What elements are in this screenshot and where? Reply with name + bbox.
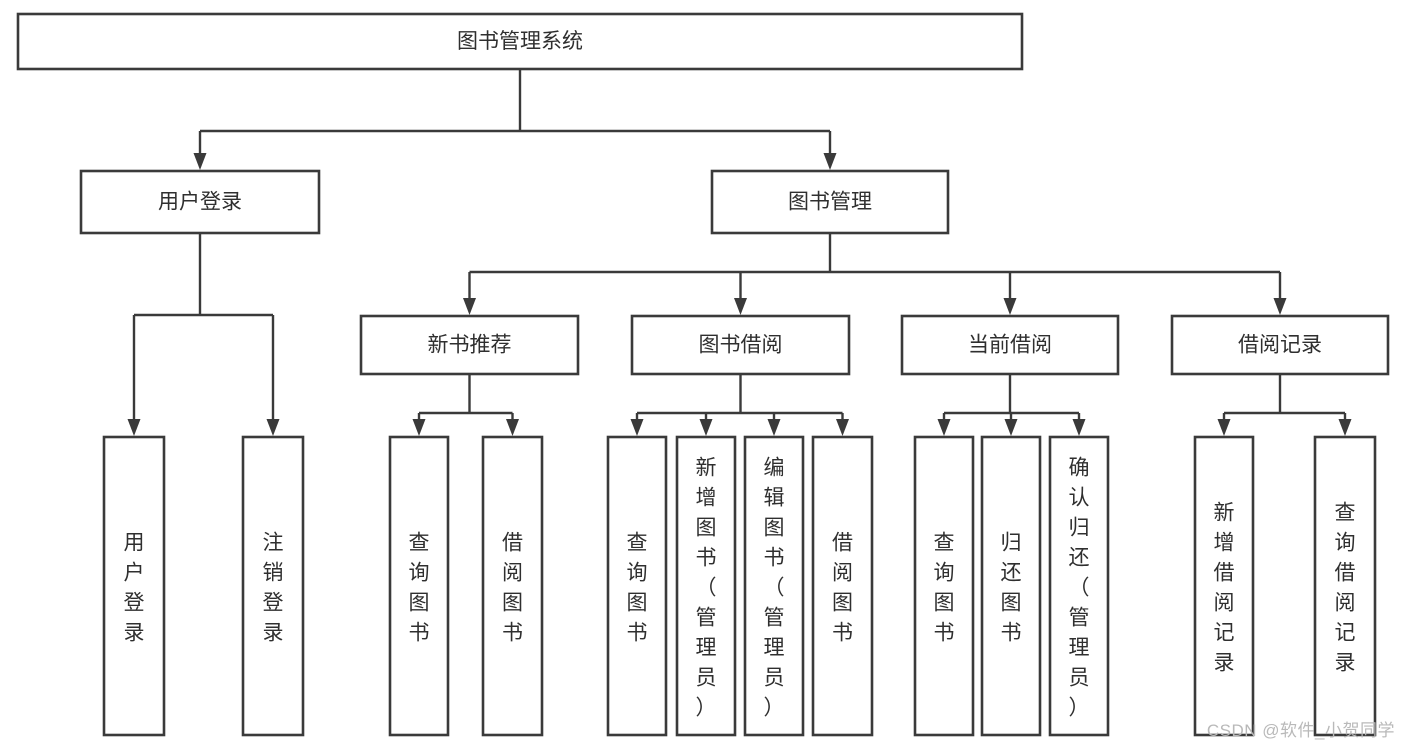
node-box bbox=[481, 435, 544, 737]
node-label: 编辑图书（管理员） bbox=[764, 456, 785, 719]
node-label: 当前借阅 bbox=[968, 334, 1052, 357]
node-图书管理系统[interactable]: 图书管理系统 bbox=[16, 12, 1024, 71]
node-label: 新增图书（管理员） bbox=[696, 456, 717, 719]
node-归还图书[interactable]: 归还图书 bbox=[980, 435, 1042, 737]
node-box bbox=[980, 435, 1042, 737]
arrow-head-icon bbox=[699, 419, 713, 436]
node-box bbox=[710, 169, 950, 235]
node-注销登录[interactable]: 注销登录 bbox=[241, 435, 305, 737]
connector-group-新书推荐 bbox=[412, 374, 519, 436]
node-label: 图书管理系统 bbox=[457, 30, 583, 53]
node-box bbox=[1313, 435, 1377, 737]
node-label: 用户登录 bbox=[158, 191, 242, 214]
node-图书管理[interactable]: 图书管理 bbox=[710, 169, 950, 235]
node-label: 查询借阅记录 bbox=[1335, 501, 1356, 674]
arrow-head-icon bbox=[630, 419, 644, 436]
arrow-head-icon bbox=[836, 419, 849, 436]
node-label: 用户登录 bbox=[124, 531, 145, 644]
node-box bbox=[606, 435, 668, 737]
node-box bbox=[79, 169, 321, 235]
arrow-head-icon bbox=[1003, 298, 1017, 315]
node-当前借阅[interactable]: 当前借阅 bbox=[900, 314, 1120, 376]
node-box bbox=[630, 314, 851, 376]
node-box bbox=[359, 314, 580, 376]
node-box bbox=[1193, 435, 1255, 737]
arrow-head-icon bbox=[127, 419, 141, 436]
arrow-head-icon bbox=[1004, 419, 1018, 436]
node-label: 确认归还（管理员） bbox=[1069, 456, 1090, 719]
node-box bbox=[811, 435, 874, 737]
arrow-head-icon bbox=[266, 419, 280, 436]
node-用户登录[interactable]: 用户登录 bbox=[79, 169, 321, 235]
node-借阅图书[interactable]: 借阅图书 bbox=[481, 435, 544, 737]
arrow-head-icon bbox=[506, 419, 519, 436]
connector-group-图书管理 bbox=[463, 233, 1287, 315]
node-label: 注销登录 bbox=[263, 531, 284, 644]
node-label: 借阅图书 bbox=[502, 531, 523, 644]
node-box bbox=[1170, 314, 1390, 376]
node-新书推荐[interactable]: 新书推荐 bbox=[359, 314, 580, 376]
node-查询图书[interactable]: 查询图书 bbox=[606, 435, 668, 737]
node-图书借阅[interactable]: 图书借阅 bbox=[630, 314, 851, 376]
arrow-head-icon bbox=[937, 419, 951, 436]
arrow-head-icon bbox=[1273, 298, 1287, 315]
arrow-head-icon bbox=[767, 419, 781, 436]
node-box bbox=[743, 435, 805, 737]
arrow-head-icon bbox=[463, 298, 476, 315]
arrow-head-icon bbox=[1072, 419, 1086, 436]
arrow-head-icon bbox=[1338, 419, 1352, 436]
node-新增图书管理员[interactable]: 新增图书（管理员） bbox=[675, 435, 737, 737]
node-label: 查询图书 bbox=[409, 531, 430, 644]
arrow-head-icon bbox=[193, 153, 207, 170]
node-编辑图书管理员[interactable]: 编辑图书（管理员） bbox=[743, 435, 805, 737]
node-box bbox=[1048, 435, 1110, 737]
connector-group-图书管理系统 bbox=[193, 69, 837, 170]
node-label: 借阅图书 bbox=[832, 531, 853, 644]
node-label: 新书推荐 bbox=[428, 334, 512, 357]
node-查询借阅记录[interactable]: 查询借阅记录 bbox=[1313, 435, 1377, 737]
arrow-head-icon bbox=[734, 298, 747, 315]
node-label: 查询图书 bbox=[934, 531, 955, 644]
node-box bbox=[900, 314, 1120, 376]
node-box bbox=[241, 435, 305, 737]
node-label: 图书管理 bbox=[788, 191, 872, 214]
node-确认归还管理员[interactable]: 确认归还（管理员） bbox=[1048, 435, 1110, 737]
node-label: 新增借阅记录 bbox=[1214, 501, 1235, 674]
connector-group-用户登录 bbox=[127, 233, 280, 436]
node-box bbox=[16, 12, 1024, 71]
node-新增借阅记录[interactable]: 新增借阅记录 bbox=[1193, 435, 1255, 737]
node-box bbox=[913, 435, 975, 737]
arrow-head-icon bbox=[1217, 419, 1231, 436]
node-label: 查询图书 bbox=[627, 531, 648, 644]
node-查询图书[interactable]: 查询图书 bbox=[913, 435, 975, 737]
connector-group-当前借阅 bbox=[937, 374, 1086, 436]
node-label: 借阅记录 bbox=[1238, 334, 1322, 357]
arrow-head-icon bbox=[412, 419, 426, 436]
node-用户登录[interactable]: 用户登录 bbox=[102, 435, 166, 737]
connector-group-借阅记录 bbox=[1217, 374, 1352, 436]
node-box bbox=[675, 435, 737, 737]
node-box bbox=[102, 435, 166, 737]
node-box bbox=[388, 435, 450, 737]
node-label: 归还图书 bbox=[1001, 531, 1022, 644]
node-label: 图书借阅 bbox=[699, 334, 783, 357]
node-借阅图书[interactable]: 借阅图书 bbox=[811, 435, 874, 737]
arrow-head-icon bbox=[823, 153, 837, 170]
node-借阅记录[interactable]: 借阅记录 bbox=[1170, 314, 1390, 376]
node-查询图书[interactable]: 查询图书 bbox=[388, 435, 450, 737]
connector-group-图书借阅 bbox=[630, 374, 849, 436]
